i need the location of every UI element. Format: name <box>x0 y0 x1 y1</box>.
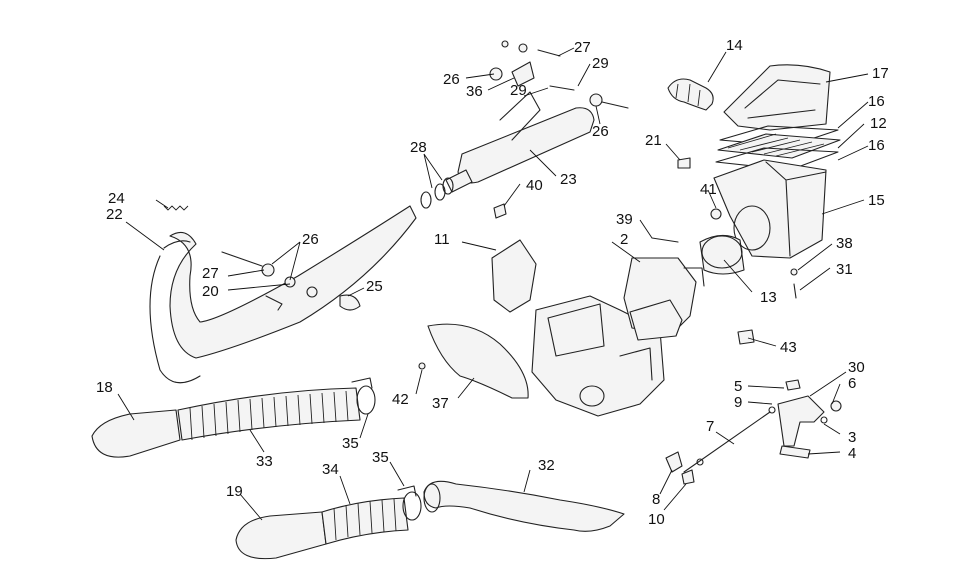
callout-19[interactable]: 19 <box>226 483 243 500</box>
part-heat-shield-bracket <box>491 239 537 313</box>
callout-13[interactable]: 13 <box>760 289 777 306</box>
part-flexible-hose-upper <box>177 387 361 441</box>
callout-31[interactable]: 31 <box>836 261 853 278</box>
callout-26-left[interactable]: 26 <box>302 231 319 248</box>
callout-2[interactable]: 2 <box>620 231 628 248</box>
callout-18[interactable]: 18 <box>96 379 113 396</box>
callout-8[interactable]: 8 <box>652 491 660 508</box>
part-small-fasteners <box>418 157 798 370</box>
callout-38[interactable]: 38 <box>836 235 853 252</box>
callout-26-right[interactable]: 26 <box>592 123 609 140</box>
callout-42[interactable]: 42 <box>392 391 409 408</box>
callout-41[interactable]: 41 <box>700 181 717 198</box>
callout-16-lower[interactable]: 16 <box>868 137 885 154</box>
callout-26-upper[interactable]: 26 <box>443 71 460 88</box>
part-heat-shield <box>427 323 529 399</box>
callout-32[interactable]: 32 <box>538 457 555 474</box>
callout-labels: 14 17 16 12 16 15 27 29 26 36 29 26 21 4… <box>96 37 889 528</box>
part-hose-clamp-lower <box>397 485 422 521</box>
part-filter-element <box>717 133 841 159</box>
callout-28[interactable]: 28 <box>410 139 427 156</box>
part-exhaust-spring <box>163 205 189 211</box>
part-intake-boot <box>699 234 745 275</box>
callout-12[interactable]: 12 <box>870 115 887 132</box>
part-air-filter-cover <box>723 64 831 131</box>
callout-11[interactable]: 11 <box>434 231 450 248</box>
part-gear-lever <box>777 379 842 459</box>
callout-20[interactable]: 20 <box>202 283 219 300</box>
callout-29-lower[interactable]: 29 <box>510 82 527 99</box>
callout-14[interactable]: 14 <box>726 37 743 54</box>
callout-27-upper[interactable]: 27 <box>574 39 591 56</box>
callout-29-upper[interactable]: 29 <box>592 55 609 72</box>
part-intake-duct <box>423 480 625 532</box>
callout-33[interactable]: 33 <box>256 453 273 470</box>
callout-21[interactable]: 21 <box>645 132 662 149</box>
callout-7[interactable]: 7 <box>706 418 714 435</box>
callout-5[interactable]: 5 <box>734 378 742 395</box>
leader-lines <box>117 47 869 521</box>
callout-37[interactable]: 37 <box>432 395 449 412</box>
callout-22[interactable]: 22 <box>106 206 123 223</box>
callout-4[interactable]: 4 <box>848 445 856 462</box>
callout-16-upper[interactable]: 16 <box>868 93 885 110</box>
callout-39[interactable]: 39 <box>616 211 633 228</box>
callout-30[interactable]: 30 <box>848 359 865 376</box>
callout-17[interactable]: 17 <box>872 65 889 82</box>
part-hose-clamp-upper <box>351 377 376 415</box>
callout-25[interactable]: 25 <box>366 278 383 295</box>
callout-3[interactable]: 3 <box>848 429 856 446</box>
part-tail-pipe-lower <box>235 511 327 560</box>
callout-27-left[interactable]: 27 <box>202 265 219 282</box>
part-linkage-rod <box>665 406 776 485</box>
callout-10[interactable]: 10 <box>648 511 665 528</box>
callout-15[interactable]: 15 <box>868 192 885 209</box>
callout-24[interactable]: 24 <box>108 190 125 207</box>
part-silencer <box>442 91 595 195</box>
callout-23[interactable]: 23 <box>560 171 577 188</box>
callout-34[interactable]: 34 <box>322 461 339 478</box>
part-filter-housing <box>713 159 827 259</box>
callout-36[interactable]: 36 <box>466 83 483 100</box>
part-carburettor <box>623 257 705 341</box>
part-tail-pipe-upper <box>91 409 181 458</box>
callout-40[interactable]: 40 <box>526 177 543 194</box>
part-exhaust-hardware <box>221 251 361 311</box>
callout-6[interactable]: 6 <box>848 375 856 392</box>
callout-35-lower[interactable]: 35 <box>372 449 389 466</box>
part-air-intake-hose <box>667 78 714 111</box>
callout-35-upper[interactable]: 35 <box>342 435 359 452</box>
callout-9[interactable]: 9 <box>734 394 742 411</box>
callout-43[interactable]: 43 <box>780 339 797 356</box>
part-flexible-hose-lower <box>321 497 409 545</box>
